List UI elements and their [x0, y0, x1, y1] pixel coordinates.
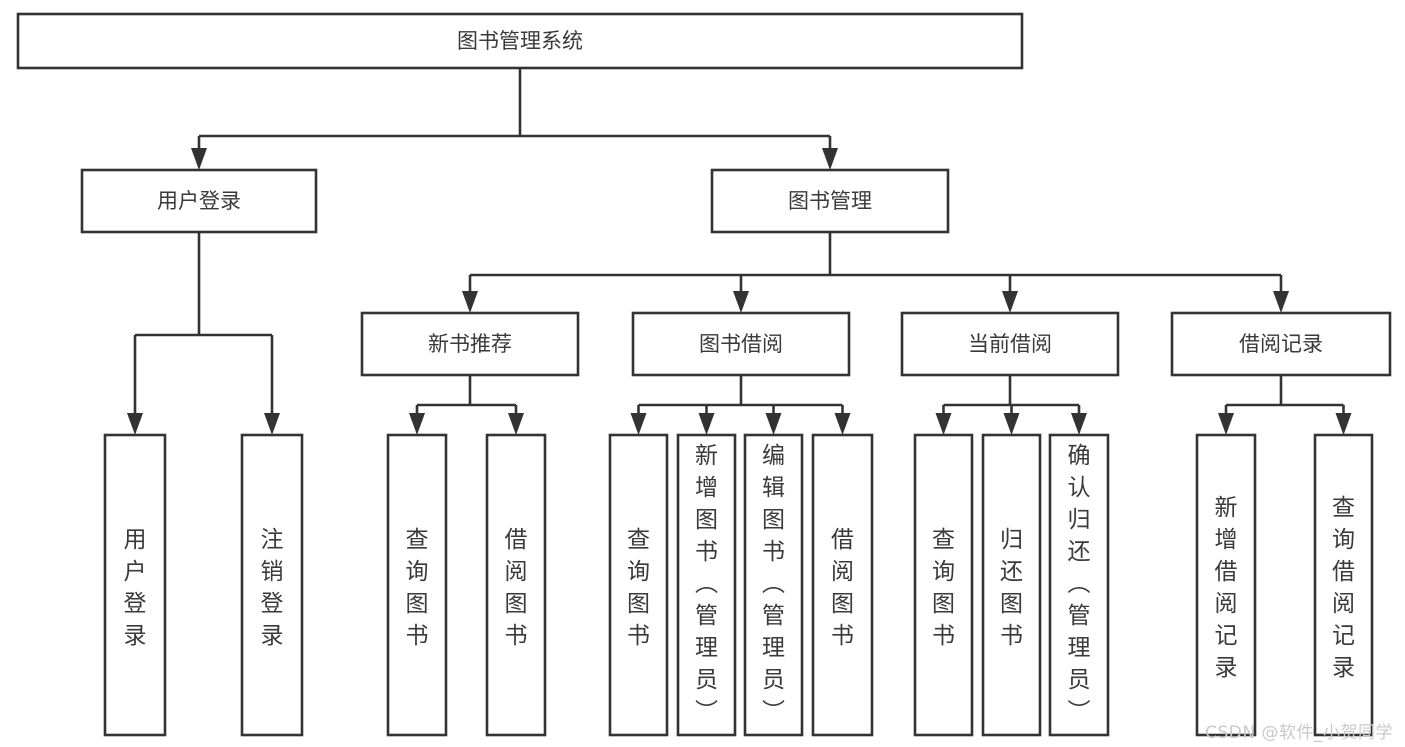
node-label-leaf-borrow-book-recommend: 借阅图书: [505, 527, 528, 649]
node-label-leaf-edit-book-admin: 编辑图书︵管理员︶: [762, 443, 785, 725]
connector-new-book-recommend: [409, 375, 524, 435]
csdn-watermark: CSDN @软件_小贺同学: [1205, 723, 1393, 743]
node-box-leaf-user-login[interactable]: [103, 433, 167, 737]
node-borrow-record[interactable]: 借阅记录: [1170, 311, 1392, 377]
connector-borrow-record: [1218, 375, 1352, 435]
node-label-book-borrow: 图书借阅: [699, 332, 783, 356]
node-box-leaf-borrow-book[interactable]: [811, 433, 874, 737]
node-book-borrow[interactable]: 图书借阅: [631, 311, 851, 377]
node-box-book-borrow[interactable]: [631, 311, 851, 377]
node-leaf-user-login[interactable]: 用户登录: [103, 433, 167, 737]
node-box-leaf-query-book-current[interactable]: [913, 433, 974, 737]
arrow-head: [834, 413, 851, 435]
node-leaf-query-book-current[interactable]: 查询图书: [913, 433, 974, 737]
node-box-current-borrow[interactable]: [900, 311, 1120, 377]
arrow-head: [508, 413, 524, 435]
node-box-leaf-query-borrow-record[interactable]: [1313, 433, 1374, 737]
node-book-management[interactable]: 图书管理: [710, 168, 950, 234]
node-leaf-add-book-admin[interactable]: 新增图书︵管理员︶: [676, 433, 737, 737]
node-label-leaf-borrow-book: 借阅图书: [831, 527, 854, 649]
node-leaf-confirm-return-admin[interactable]: 确认归还︵管理员︶: [1048, 433, 1110, 737]
node-root[interactable]: 图书管理系统: [16, 12, 1024, 70]
node-box-root[interactable]: [16, 12, 1024, 70]
node-leaf-add-borrow-record[interactable]: 新增借阅记录: [1195, 433, 1257, 737]
connector-current-borrow: [935, 375, 1087, 435]
node-label-new-book-recommend: 新书推荐: [428, 332, 512, 356]
arrow-head: [822, 148, 838, 170]
node-leaf-query-book-recommend[interactable]: 查询图书: [386, 433, 448, 737]
node-box-leaf-edit-book-admin[interactable]: [743, 433, 804, 737]
node-box-leaf-logout[interactable]: [240, 433, 304, 737]
arrow-head: [409, 413, 425, 435]
node-label-leaf-query-book-borrow: 查询图书: [627, 527, 650, 649]
node-box-leaf-borrow-book-recommend[interactable]: [485, 433, 547, 737]
arrow-head: [1335, 413, 1352, 435]
node-box-book-management[interactable]: [710, 168, 950, 234]
node-box-leaf-add-book-admin[interactable]: [676, 433, 737, 737]
node-label-leaf-add-borrow-record: 新增借阅记录: [1215, 495, 1238, 681]
arrow-head: [733, 291, 749, 313]
node-box-leaf-return-book[interactable]: [981, 433, 1042, 737]
node-user-login[interactable]: 用户登录: [80, 168, 318, 234]
node-label-user-login: 用户登录: [157, 189, 241, 213]
connector-book-management: [462, 232, 1289, 313]
arrow-head: [191, 148, 207, 170]
arrow-head: [127, 413, 143, 435]
node-box-leaf-query-book-recommend[interactable]: [386, 433, 448, 737]
arrow-head: [462, 291, 478, 313]
node-leaf-logout[interactable]: 注销登录: [240, 433, 304, 737]
node-box-new-book-recommend[interactable]: [360, 311, 580, 377]
arrow-head: [1218, 413, 1234, 435]
arrow-head: [698, 413, 715, 435]
node-leaf-edit-book-admin[interactable]: 编辑图书︵管理员︶: [743, 433, 804, 737]
arrow-head: [935, 413, 952, 435]
node-box-user-login[interactable]: [80, 168, 318, 234]
node-leaf-query-book-borrow[interactable]: 查询图书: [608, 433, 669, 737]
arrow-head: [264, 413, 280, 435]
connector-user-login: [127, 232, 280, 435]
node-box-leaf-confirm-return-admin[interactable]: [1048, 433, 1110, 737]
node-leaf-borrow-book[interactable]: 借阅图书: [811, 433, 874, 737]
connector-book-borrow: [630, 375, 851, 435]
node-label-leaf-query-book-current: 查询图书: [932, 527, 955, 649]
connector-layer: [127, 68, 1352, 435]
node-label-book-management: 图书管理: [788, 189, 872, 213]
arrow-head: [1273, 291, 1289, 313]
node-layer: 图书管理系统用户登录图书管理新书推荐图书借阅当前借阅借阅记录用户登录注销登录查询…: [16, 12, 1392, 737]
node-leaf-return-book[interactable]: 归还图书: [981, 433, 1042, 737]
arrow-head: [1071, 413, 1087, 435]
node-box-borrow-record[interactable]: [1170, 311, 1392, 377]
node-label-leaf-return-book: 归还图书: [1000, 527, 1023, 649]
connector-root: [191, 68, 838, 170]
node-current-borrow[interactable]: 当前借阅: [900, 311, 1120, 377]
node-leaf-query-borrow-record[interactable]: 查询借阅记录: [1313, 433, 1374, 737]
node-label-current-borrow: 当前借阅: [968, 332, 1052, 356]
arrow-head: [630, 413, 647, 435]
node-label-leaf-query-borrow-record: 查询借阅记录: [1332, 495, 1355, 681]
arrow-head: [1002, 291, 1018, 313]
arrow-head: [765, 413, 782, 435]
node-new-book-recommend[interactable]: 新书推荐: [360, 311, 580, 377]
node-box-leaf-query-book-borrow[interactable]: [608, 433, 669, 737]
node-label-leaf-query-book-recommend: 查询图书: [406, 527, 429, 649]
node-label-root: 图书管理系统: [457, 29, 583, 53]
node-label-leaf-logout: 注销登录: [261, 527, 284, 649]
arrow-head: [1003, 413, 1020, 435]
node-label-leaf-add-book-admin: 新增图书︵管理员︶: [695, 443, 718, 725]
node-box-leaf-add-borrow-record[interactable]: [1195, 433, 1257, 737]
node-label-borrow-record: 借阅记录: [1239, 332, 1323, 356]
node-label-leaf-user-login: 用户登录: [124, 527, 147, 649]
node-leaf-borrow-book-recommend[interactable]: 借阅图书: [485, 433, 547, 737]
node-label-leaf-confirm-return-admin: 确认归还︵管理员︶: [1068, 443, 1091, 725]
